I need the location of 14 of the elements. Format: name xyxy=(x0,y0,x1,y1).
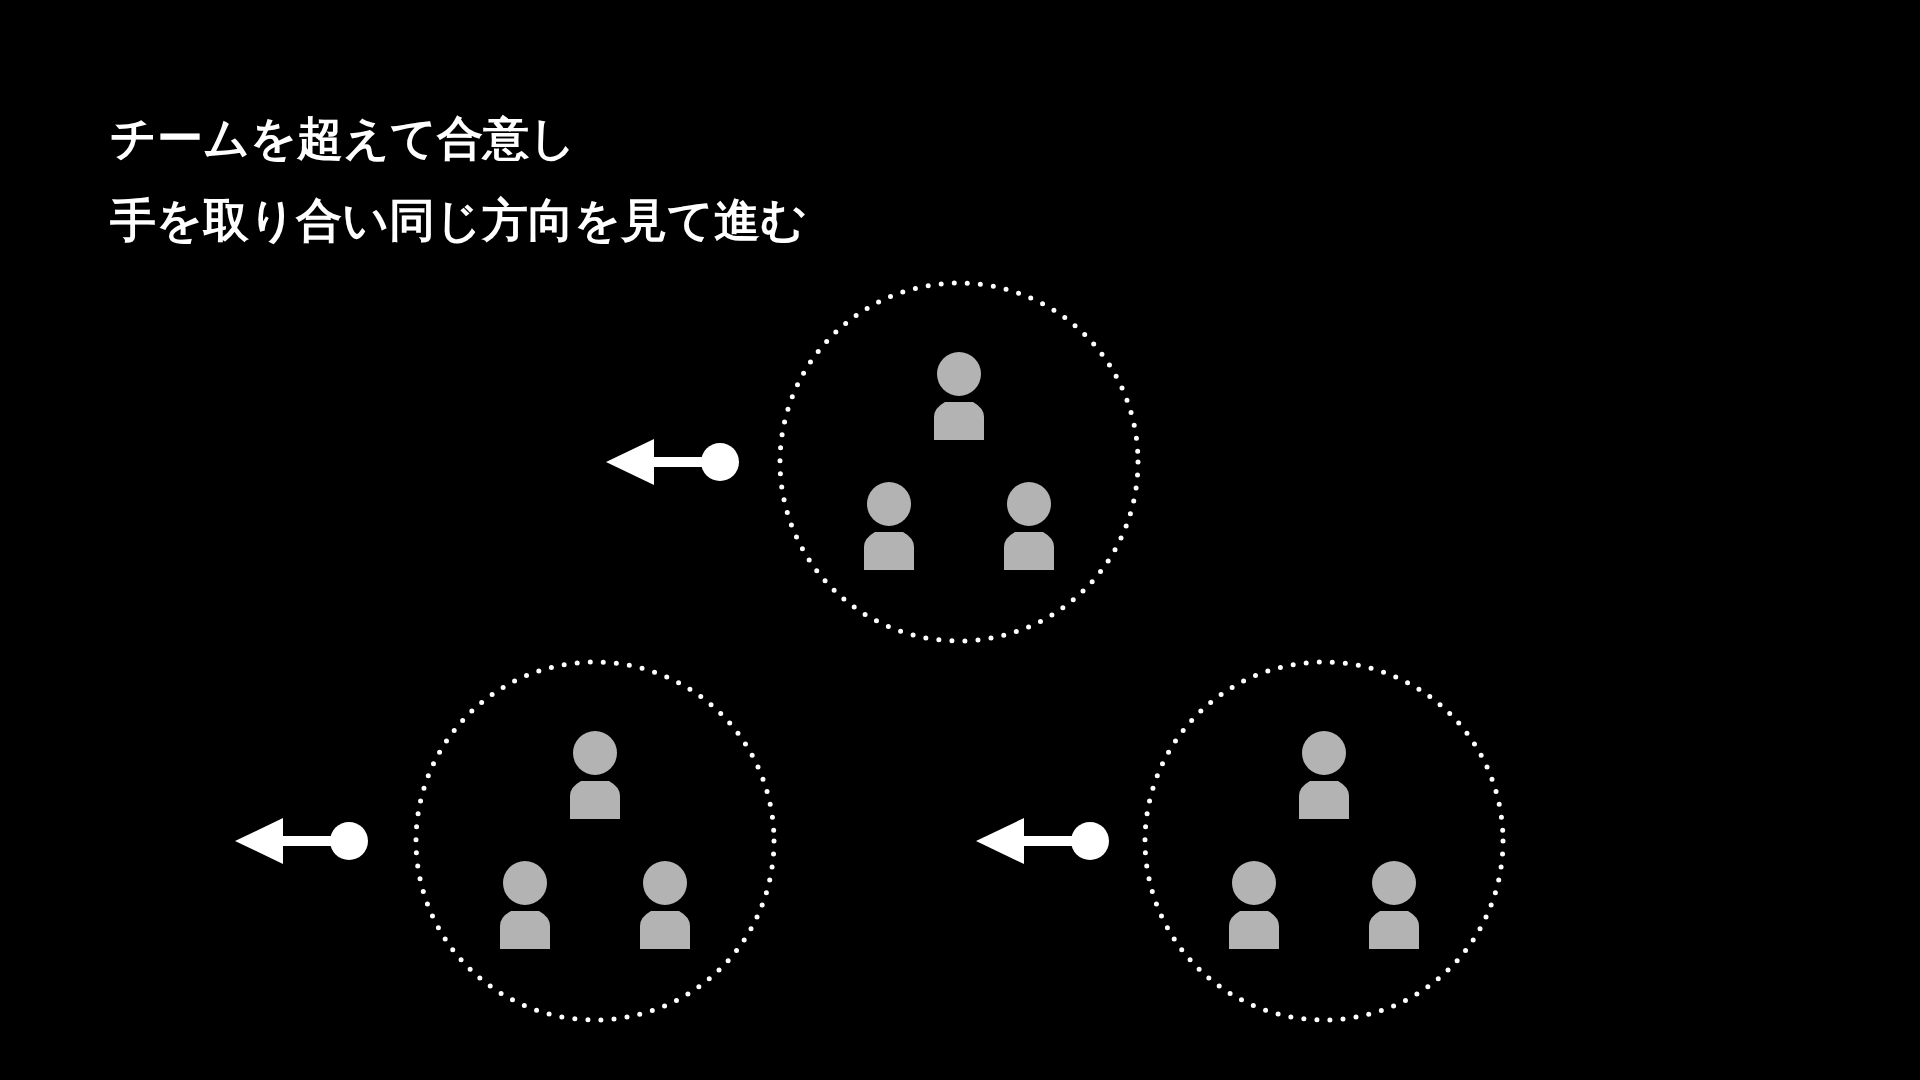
person-icon xyxy=(570,731,620,819)
person-icon xyxy=(500,861,550,949)
person-icon xyxy=(1369,861,1419,949)
dotted-circle xyxy=(777,280,1141,644)
person-icon xyxy=(864,482,914,570)
person-icon xyxy=(640,861,690,949)
person-icon xyxy=(934,352,984,440)
person-icon xyxy=(1004,482,1054,570)
person-icon xyxy=(1229,861,1279,949)
heading-text: チームを超えて合意し xyxy=(110,110,576,166)
dotted-circle xyxy=(413,659,777,1023)
dotted-circle xyxy=(1142,659,1506,1023)
heading-text: 手を取り合い同じ方向を見て進む xyxy=(110,192,807,248)
person-icon xyxy=(1299,731,1349,819)
